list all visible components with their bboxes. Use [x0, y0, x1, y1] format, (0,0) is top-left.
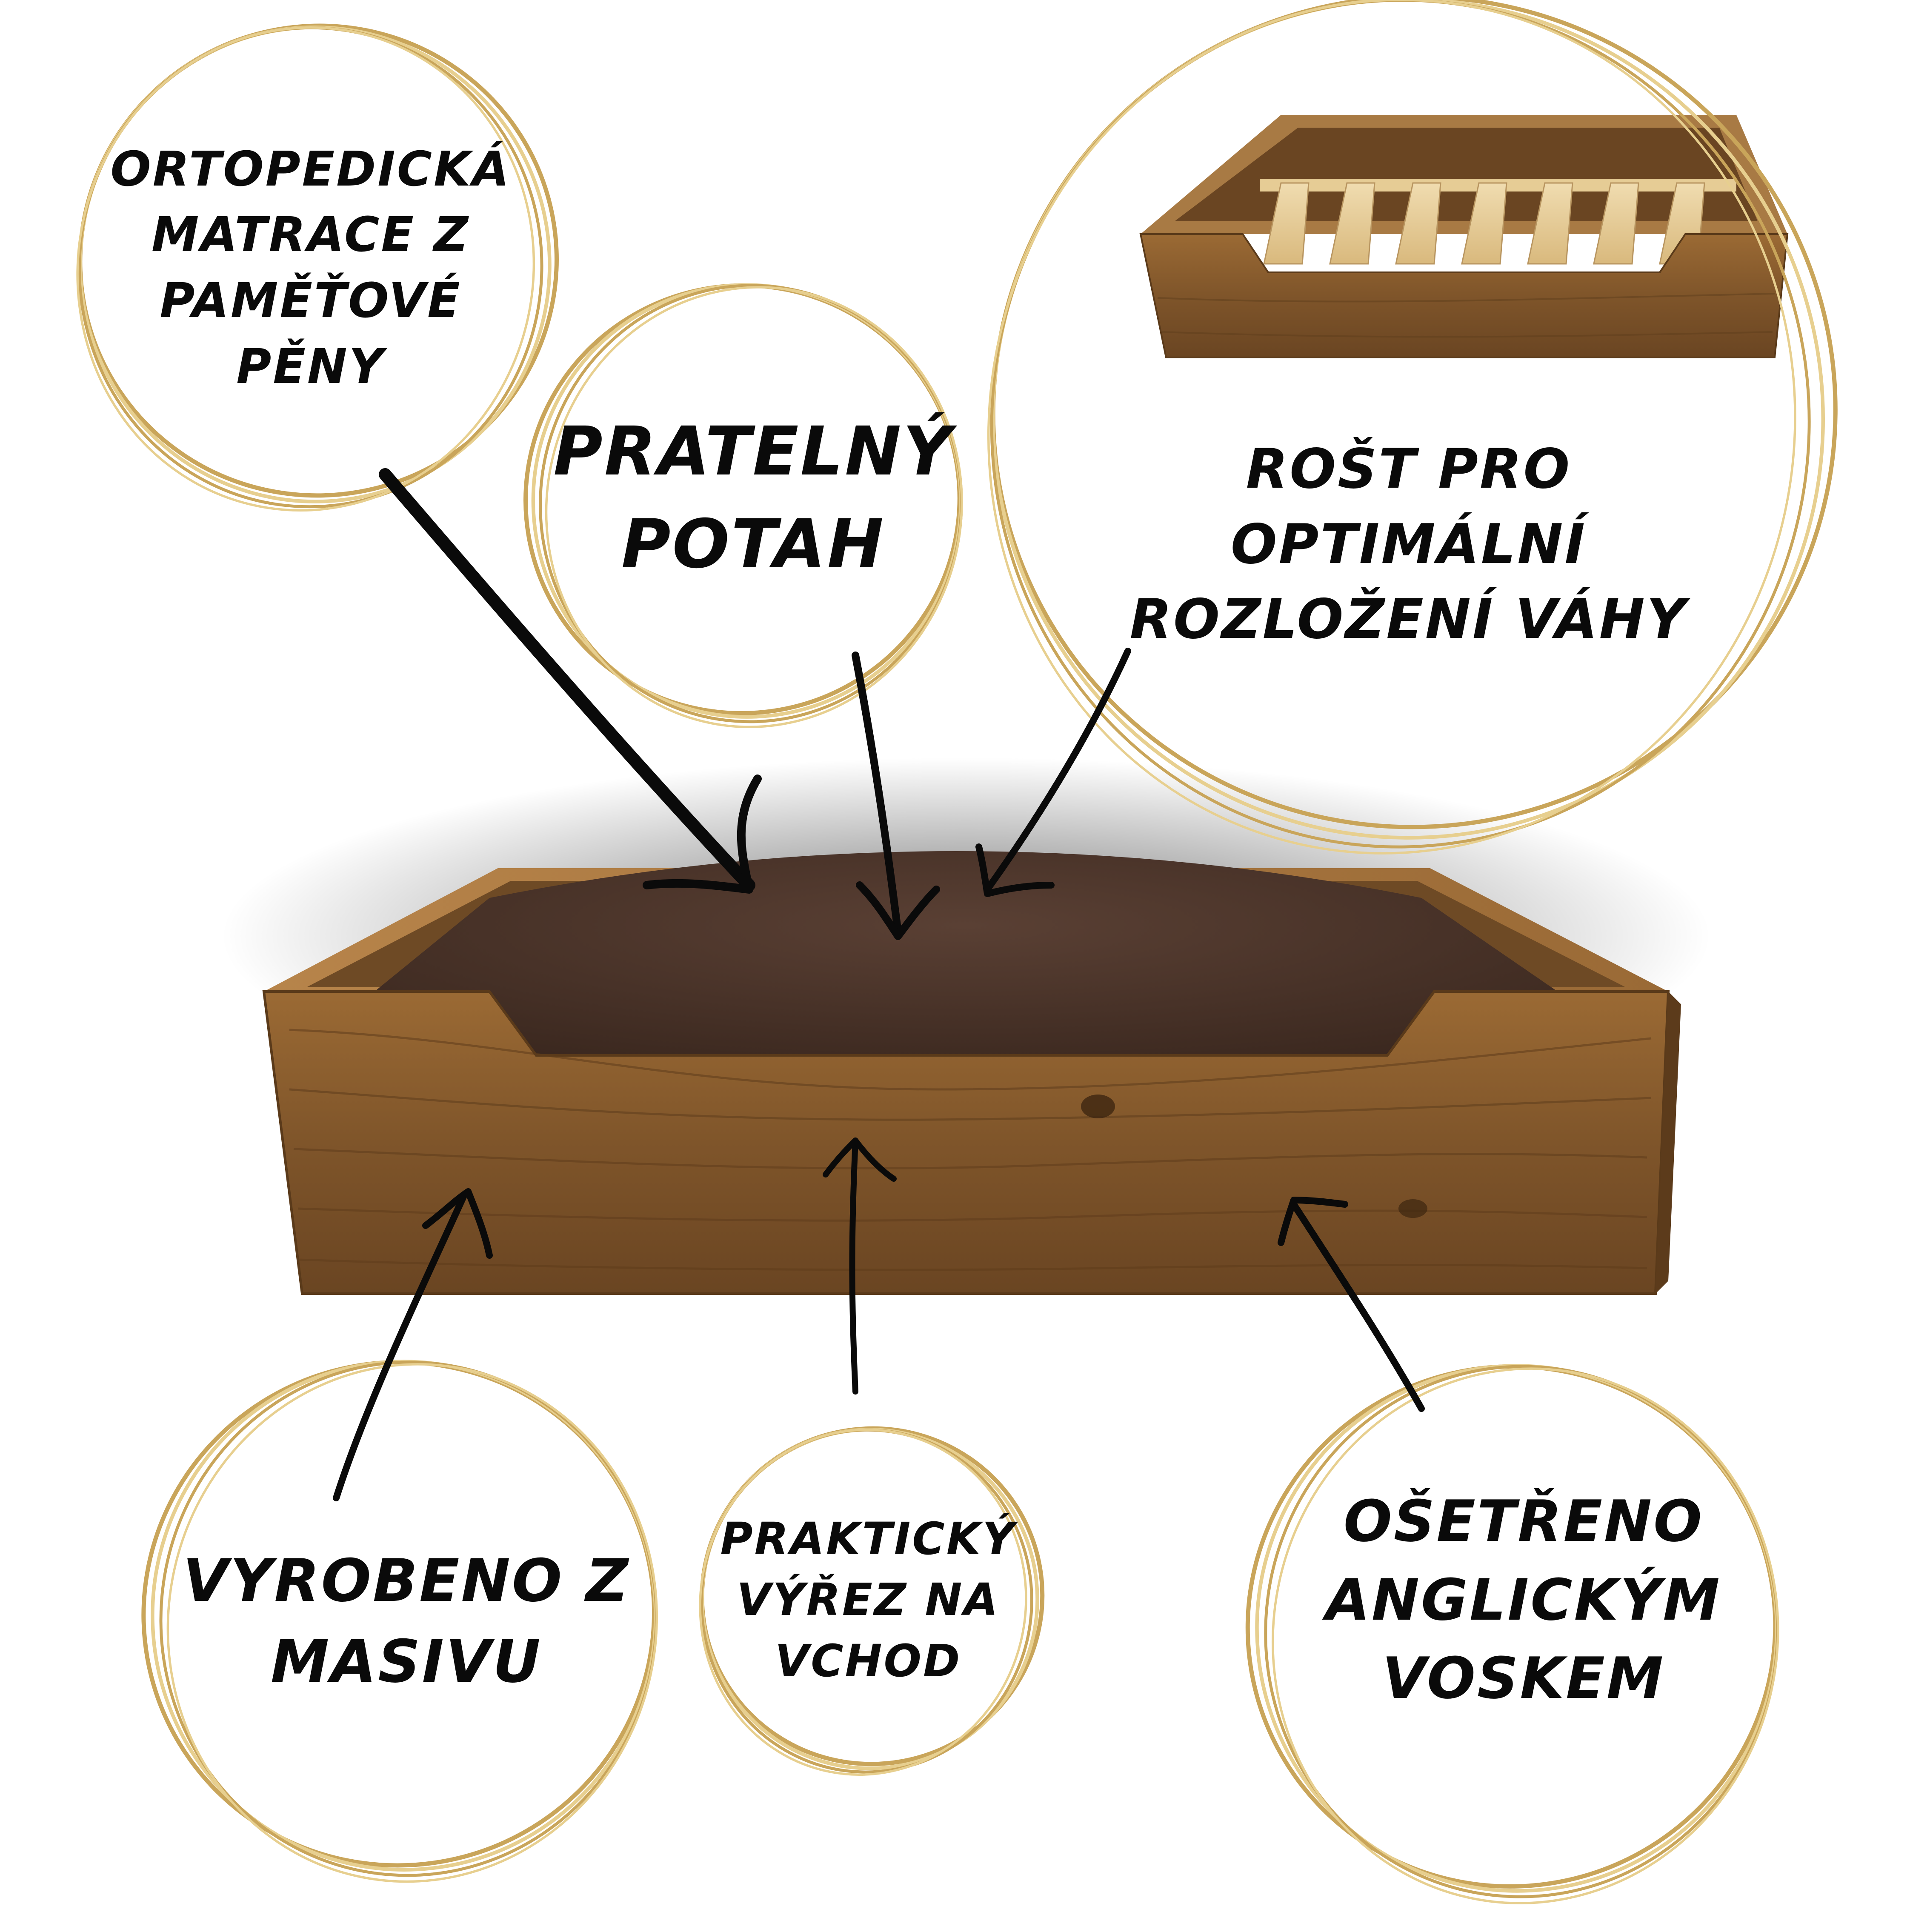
- label-line: PĚNY: [236, 339, 385, 394]
- ring-mattress: [76, 23, 559, 512]
- label-line: ORTOPEDICKÁ: [110, 141, 511, 197]
- label-cover: PRATELNÝ POTAH: [532, 370, 975, 626]
- arrow-mattress: [379, 468, 762, 894]
- wood-grain: [289, 1029, 1652, 1271]
- slats: [1260, 179, 1736, 265]
- frame-grain: [1157, 293, 1775, 338]
- label-line: VÝŘEZ NA: [736, 1574, 1000, 1626]
- label-line: VOSKEM: [1382, 1645, 1665, 1712]
- slat-base-image: [1139, 115, 1789, 358]
- arrow-solid-wood: [333, 1188, 493, 1501]
- label-cutout: PRAKTICKÝ VÝŘEZ NA VCHOD: [698, 1455, 1038, 1745]
- label-solid-wood: VYROBENO Z MASIVU: [162, 1506, 651, 1736]
- label-line: MATRACE Z: [151, 207, 470, 263]
- label-slats: ROŠT PRO OPTIMÁLNÍ ROZLOŽENÍ VÁHY: [1129, 392, 1688, 698]
- wood-knot: [1081, 1095, 1115, 1118]
- dog-bed-image: [221, 757, 1711, 1295]
- label-line: VCHOD: [775, 1635, 962, 1687]
- label-wax: OŠETŘENO ANGLICKÝM VOSKEM: [1272, 1438, 1775, 1762]
- side-panel: [1656, 992, 1681, 1294]
- label-line: MASIVU: [271, 1627, 542, 1696]
- frame-front: [1139, 233, 1789, 358]
- ring-slats: [987, 0, 1838, 855]
- arrows: [333, 468, 1425, 1501]
- arrow-wax: [1278, 1197, 1425, 1412]
- ring-stroke: [166, 1363, 658, 1883]
- label-mattress: ORTOPEDICKÁ MATRACE Z PAMĚŤOVÉ PĚNY: [77, 85, 545, 451]
- slat: [1593, 182, 1639, 265]
- label-line: POTAH: [621, 505, 886, 583]
- arrow-cover: [852, 652, 940, 940]
- slat: [1263, 182, 1310, 265]
- label-line: VYROBENO Z: [183, 1546, 630, 1615]
- label-line: PAMĚŤOVÉ: [160, 273, 462, 329]
- label-line: PRAKTICKÝ: [720, 1512, 1016, 1565]
- ring-stroke: [1272, 1367, 1779, 1904]
- ring-stroke: [699, 1429, 1027, 1776]
- label-line: PRATELNÝ: [553, 412, 953, 491]
- ring-stroke: [991, 0, 1825, 840]
- arrow-cutout: [823, 1137, 897, 1395]
- slat: [1527, 182, 1573, 265]
- label-line: OPTIMÁLNÍ: [1230, 512, 1587, 576]
- arrow-slats: [975, 648, 1131, 897]
- slat: [1329, 182, 1375, 265]
- label-line: OŠETŘENO: [1343, 1488, 1704, 1555]
- ring-stroke: [987, 0, 1796, 855]
- ring-stroke: [76, 26, 535, 512]
- ring-cover: [523, 283, 963, 728]
- cushion: [369, 851, 1560, 1064]
- slat: [1461, 182, 1507, 265]
- gold-rings: [76, 0, 1838, 1904]
- label-line: ROŠT PRO: [1246, 437, 1572, 501]
- wood-knot: [1398, 1199, 1427, 1218]
- ring-wax: [1245, 1364, 1779, 1904]
- ring-cutout: [699, 1426, 1045, 1776]
- label-line: ANGLICKÝM: [1326, 1566, 1721, 1633]
- ring-stroke: [545, 286, 963, 728]
- slat: [1395, 182, 1441, 265]
- label-line: ROZLOŽENÍ VÁHY: [1129, 588, 1688, 652]
